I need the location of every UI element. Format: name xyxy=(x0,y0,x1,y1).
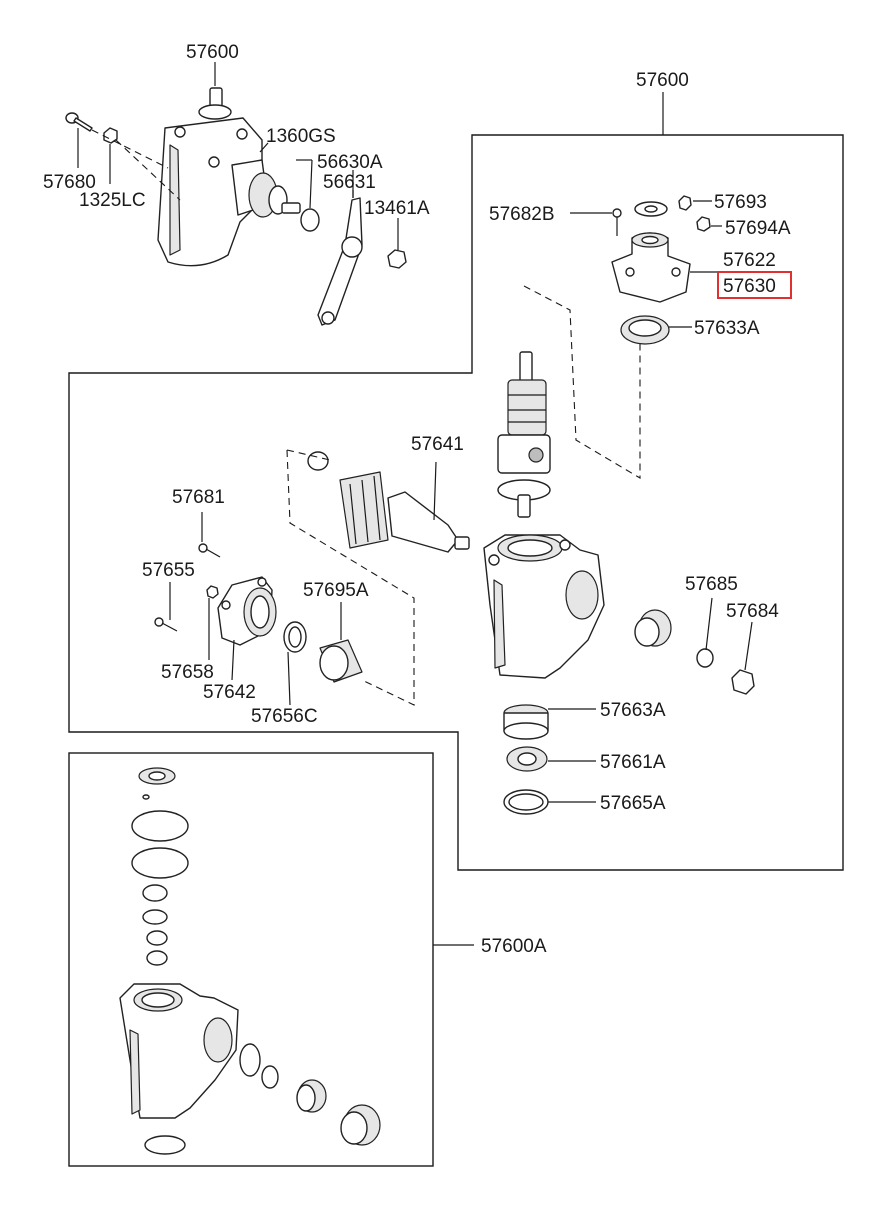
leader-lines xyxy=(77,62,753,946)
label-57600-top: 57600 xyxy=(186,42,239,63)
label-57695A: 57695A xyxy=(303,580,369,601)
label-57693: 57693 xyxy=(714,192,767,213)
label-57642: 57642 xyxy=(203,682,256,703)
label-57665A: 57665A xyxy=(600,793,666,814)
label-1360GS: 1360GS xyxy=(266,126,336,147)
label-56630A: 56630A xyxy=(317,152,383,173)
label-57630[interactable]: 57630 xyxy=(723,276,776,297)
highlight-box-57630 xyxy=(717,271,792,299)
label-57681: 57681 xyxy=(172,487,225,508)
valve-cover-illustration xyxy=(611,195,711,345)
label-57641: 57641 xyxy=(411,434,464,455)
label-57633A: 57633A xyxy=(694,318,760,339)
gearbox-assembly-illustration xyxy=(65,87,407,326)
seal-kit-illustration xyxy=(119,767,381,1155)
seal-kit-frame xyxy=(68,752,434,1167)
label-57684: 57684 xyxy=(726,601,779,622)
label-57661A: 57661A xyxy=(600,752,666,773)
label-57600A: 57600A xyxy=(481,936,547,957)
label-13461A: 13461A xyxy=(364,198,430,219)
main-assembly-frame xyxy=(68,134,844,871)
label-57656C: 57656C xyxy=(251,706,318,727)
label-57622: 57622 xyxy=(723,250,776,271)
label-57680: 57680 xyxy=(43,172,96,193)
label-57682B: 57682B xyxy=(489,204,555,225)
label-56631: 56631 xyxy=(323,172,376,193)
gear-housing-illustration xyxy=(154,351,755,815)
label-57658: 57658 xyxy=(161,662,214,683)
label-57663A: 57663A xyxy=(600,700,666,721)
label-57600-main: 57600 xyxy=(636,70,689,91)
label-1325LC: 1325LC xyxy=(79,190,146,211)
label-57694A: 57694A xyxy=(725,218,791,239)
label-57685: 57685 xyxy=(685,574,738,595)
label-57655: 57655 xyxy=(142,560,195,581)
